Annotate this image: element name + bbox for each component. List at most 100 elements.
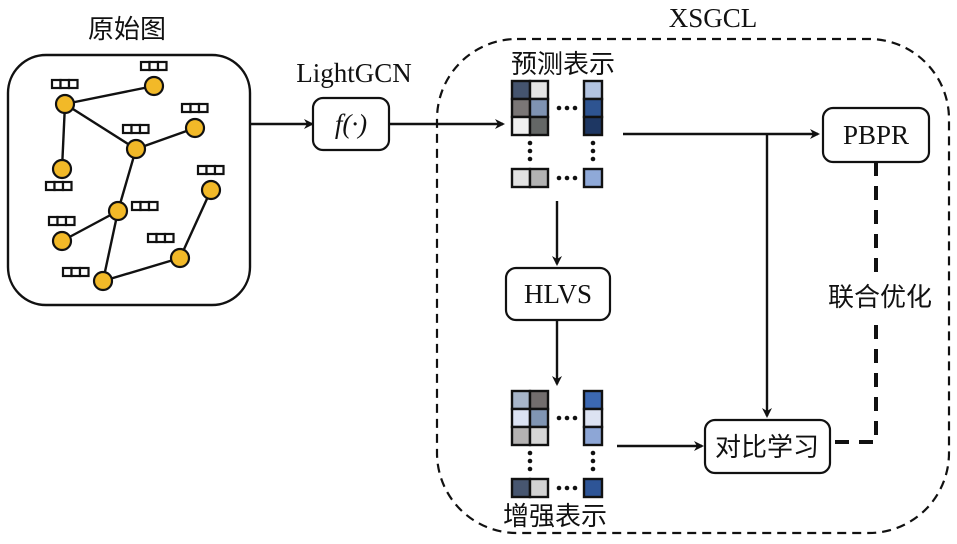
matrix-cell [528,389,550,411]
graph-node [200,179,222,201]
graph-node [143,75,165,97]
matrix-cell [528,167,550,189]
graph-edge [135,126,196,151]
node-feature-cell [148,60,160,72]
graph-node [51,230,73,252]
matrix-cell [510,167,532,189]
original-graph-title: 原始图 [88,15,166,45]
matrix-cell [510,407,532,429]
node-feature-tag [196,164,225,176]
ellipsis-dot [527,466,533,472]
node-feature-tag [130,200,159,212]
node-feature-cell [205,164,217,176]
ellipsis-dot [590,458,596,464]
node-feature-cell [189,102,201,114]
node-feature-cell [61,180,73,192]
matrix-cell [528,407,550,429]
graph-edge [64,84,155,106]
node-feature-cell [138,123,150,135]
joint-optimization-label: 联合优化 [828,283,932,313]
graph-edge [101,210,120,282]
node-feature-tag [47,215,76,227]
ellipsis-dot [590,148,596,154]
original-graph-panel [6,53,252,307]
node-feature-cell [130,200,142,212]
node-feature-cell [121,123,133,135]
node-feature-cell [78,266,90,278]
ellipsis-dot [556,485,562,491]
predicted-matrix [510,79,604,189]
node-feature-cell [180,102,192,114]
node-feature-cell [163,232,175,244]
node-feature-cell [139,200,151,212]
node-feature-tag [50,78,79,90]
matrix-cell [582,389,604,411]
node-feature-cell [155,232,167,244]
augmented-repr-label: 增强表示 [503,502,607,532]
pbpr-label: PBPR [843,120,909,150]
graph-edge [64,102,137,151]
node-feature-tag [139,60,168,72]
ellipsis-dot [564,105,570,111]
contrastive-learning-label: 对比学习 [715,433,819,463]
xsgcl-region [435,37,951,535]
ellipsis-dot [556,105,562,111]
node-feature-tag [44,180,73,192]
ellipsis-dot [527,156,533,162]
node-feature-cell [139,60,151,72]
augmented-matrix [510,389,604,499]
matrix-cell [582,79,604,101]
ellipsis-dot [527,458,533,464]
matrix-cell [510,425,532,447]
ellipsis-dot [590,156,596,162]
node-feature-cell [61,266,73,278]
graph-nodes [44,60,225,292]
lightgcn-function: f(·) [335,109,367,139]
ellipsis-dot [572,175,578,181]
graph-edges [60,84,213,283]
contrastive-learning-box [703,418,832,475]
node-feature-cell [130,123,142,135]
node-feature-tag [146,232,175,244]
node-feature-cell [64,215,76,227]
graph-node [184,117,206,139]
matrix-cell [582,407,604,429]
graph-node [92,270,114,292]
node-feature-cell [156,60,168,72]
node-feature-cell [196,164,208,176]
ellipsis-dot [590,450,596,456]
node-feature-cell [44,180,56,192]
ellipsis-dot [590,140,596,146]
matrix-cell [582,115,604,137]
node-feature-cell [147,200,159,212]
matrix-cell [582,477,604,499]
lightgcn-label: LightGCN [296,58,412,88]
node-feature-cell [50,78,62,90]
matrix-cell [510,477,532,499]
matrix-cell [510,79,532,101]
ellipsis-dot [572,485,578,491]
ellipsis-dot [590,466,596,472]
ellipsis-dot [527,148,533,154]
node-feature-cell [213,164,225,176]
node-feature-cell [56,215,68,227]
ellipsis-dot [527,450,533,456]
graph-edge [61,209,119,243]
graph-edge [178,189,213,259]
matrix-cell [510,115,532,137]
matrix-cell [582,425,604,447]
graph-edge [102,256,181,283]
node-feature-tag [180,102,209,114]
graph-node [54,93,76,115]
graph-node [107,200,129,222]
node-feature-cell [59,78,71,90]
node-feature-cell [146,232,158,244]
graph-edge [116,148,138,212]
ellipsis-dot [564,415,570,421]
graph-node [51,158,73,180]
graph-node [169,247,191,269]
matrix-cell [582,167,604,189]
ellipsis-dot [556,415,562,421]
matrix-cell [528,97,550,119]
